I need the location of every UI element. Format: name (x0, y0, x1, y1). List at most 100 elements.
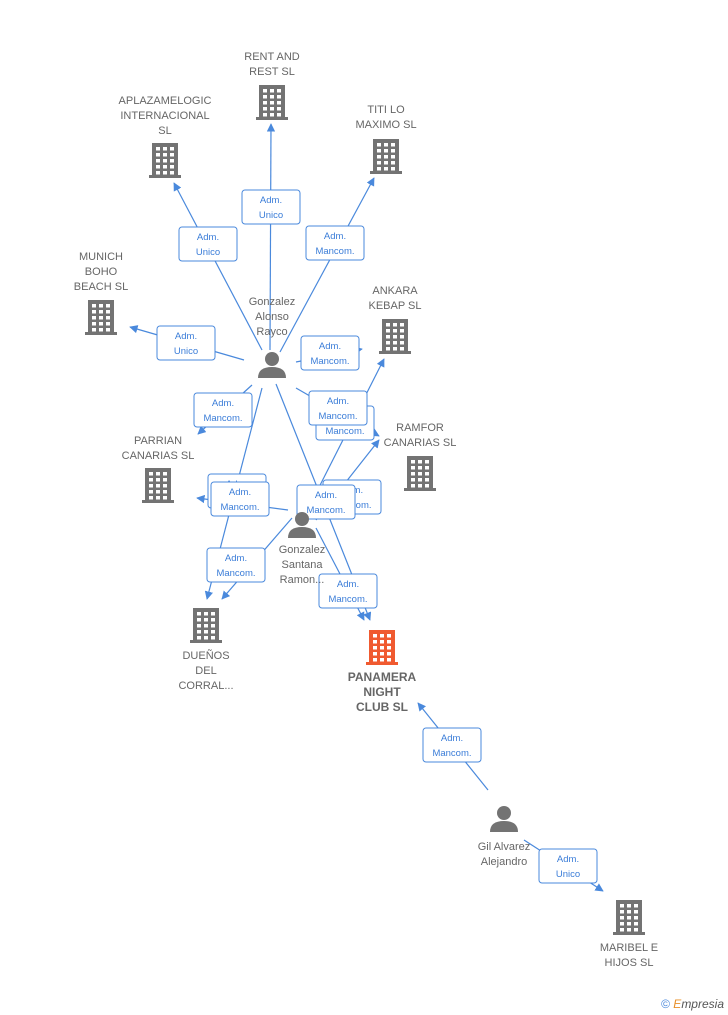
role-badge-ramon-panamera[interactable]: Adm. Mancom. (296, 484, 356, 520)
role-badge-text: Unico (259, 210, 283, 221)
edge-rayco-rent (266, 123, 276, 351)
role-badge-rayco-rent[interactable]: Adm. Unico (241, 189, 301, 225)
building-window (170, 165, 174, 169)
building-window (400, 335, 404, 339)
building-window (380, 646, 384, 650)
node-label: BEACH SL (74, 281, 128, 293)
edge-rayco-titi (279, 177, 375, 353)
node-label: MAXIMO SL (355, 119, 416, 131)
building-window (411, 460, 415, 464)
role-badge-rayco-ankara[interactable]: Adm.Mancom. (300, 335, 360, 371)
node-parrian[interactable]: PARRIAN CANARIAS SL (122, 435, 195, 503)
building-window (163, 153, 167, 157)
building-window (391, 155, 395, 159)
role-badge-gil-maribel[interactable]: Adm.Unico (538, 848, 598, 884)
building-window (377, 161, 381, 165)
node-label: DUEÑOS (182, 649, 229, 662)
node-label: MUNICH (79, 251, 123, 263)
building-window (163, 159, 167, 163)
building-base (370, 171, 402, 174)
node-label: Gonzalez (279, 544, 325, 556)
building-window (387, 640, 391, 644)
building-window (386, 335, 390, 339)
building-window (386, 323, 390, 327)
building-window (92, 304, 96, 308)
node-label: APLAZAMELOGIC (119, 95, 212, 107)
building-window (634, 910, 638, 914)
building-icon (370, 139, 402, 174)
role-badge-rayco-aplaza[interactable]: Adm.Unico (178, 226, 238, 262)
building-window (400, 341, 404, 345)
role-badge-rayco-duenos[interactable]: Adm.Mancom. (206, 547, 266, 583)
node-titi[interactable]: TITI LO MAXIMO SL (355, 104, 417, 174)
node-label: Gil Alvarez (478, 841, 531, 853)
building-window (270, 113, 274, 117)
building-window (204, 636, 208, 640)
building-window (156, 165, 160, 169)
building-window (106, 322, 110, 326)
building-window (263, 101, 267, 105)
building-base (142, 500, 174, 503)
role-badge-box (156, 325, 216, 361)
building-base (256, 117, 288, 120)
building-window (373, 658, 377, 662)
building-window (393, 335, 397, 339)
role-badge-text: Mancom. (318, 411, 357, 422)
building-window (627, 916, 631, 920)
role-badge-gil-panamera[interactable]: Adm.Mancom. (422, 727, 482, 763)
building-window (149, 478, 153, 482)
role-badge-text: Adm. (315, 490, 337, 501)
node-label: CORRAL... (178, 680, 233, 692)
role-badge-box (305, 225, 365, 261)
person-head (265, 352, 279, 366)
role-badge-ramon-duenos[interactable]: Adm.Mancom. (210, 481, 270, 517)
building-window (418, 472, 422, 476)
role-badge-rayco-panamera[interactable]: Adm.Mancom. (318, 573, 378, 609)
building-window (425, 460, 429, 464)
building-window (163, 478, 167, 482)
brand-initial: E (673, 997, 682, 1011)
node-label: PANAMERA (348, 670, 417, 684)
role-badge-text: Adm. (212, 398, 234, 409)
building-window (387, 634, 391, 638)
role-badge-box (178, 226, 238, 262)
building-window (373, 646, 377, 650)
node-duenos[interactable]: DUEÑOSDELCORRAL... (178, 608, 234, 692)
building-window (384, 143, 388, 147)
node-label: CANARIAS SL (122, 450, 195, 462)
building-window (380, 634, 384, 638)
copyright-symbol: © (661, 997, 670, 1011)
building-window (156, 147, 160, 151)
building-window (386, 329, 390, 333)
building-window (627, 910, 631, 914)
role-badge-rayco-parrian[interactable]: Adm.Mancom. (193, 392, 253, 428)
building-window (393, 347, 397, 351)
role-badge-rayco-munich[interactable]: Adm.Unico (156, 325, 216, 361)
building-window (211, 624, 215, 628)
role-badge-text: Adm. (260, 195, 282, 206)
node-label: TITI LO (367, 104, 405, 116)
building-window (163, 147, 167, 151)
building-window (620, 916, 624, 920)
person-icon (288, 512, 316, 538)
building-window (204, 612, 208, 616)
building-window (277, 107, 281, 111)
building-window (393, 323, 397, 327)
node-ramon[interactable]: GonzalezSantanaRamon... (279, 512, 325, 586)
role-badge-text: Mancom. (306, 505, 345, 516)
node-label: PARRIAN (134, 435, 182, 447)
node-label: RENT AND (244, 51, 299, 63)
role-badge-rayco-titi[interactable]: Adm.Mancom. (305, 225, 365, 261)
node-label: SL (158, 125, 171, 137)
role-badge-ramon-ankara[interactable]: Adm.Mancom. (308, 390, 368, 426)
